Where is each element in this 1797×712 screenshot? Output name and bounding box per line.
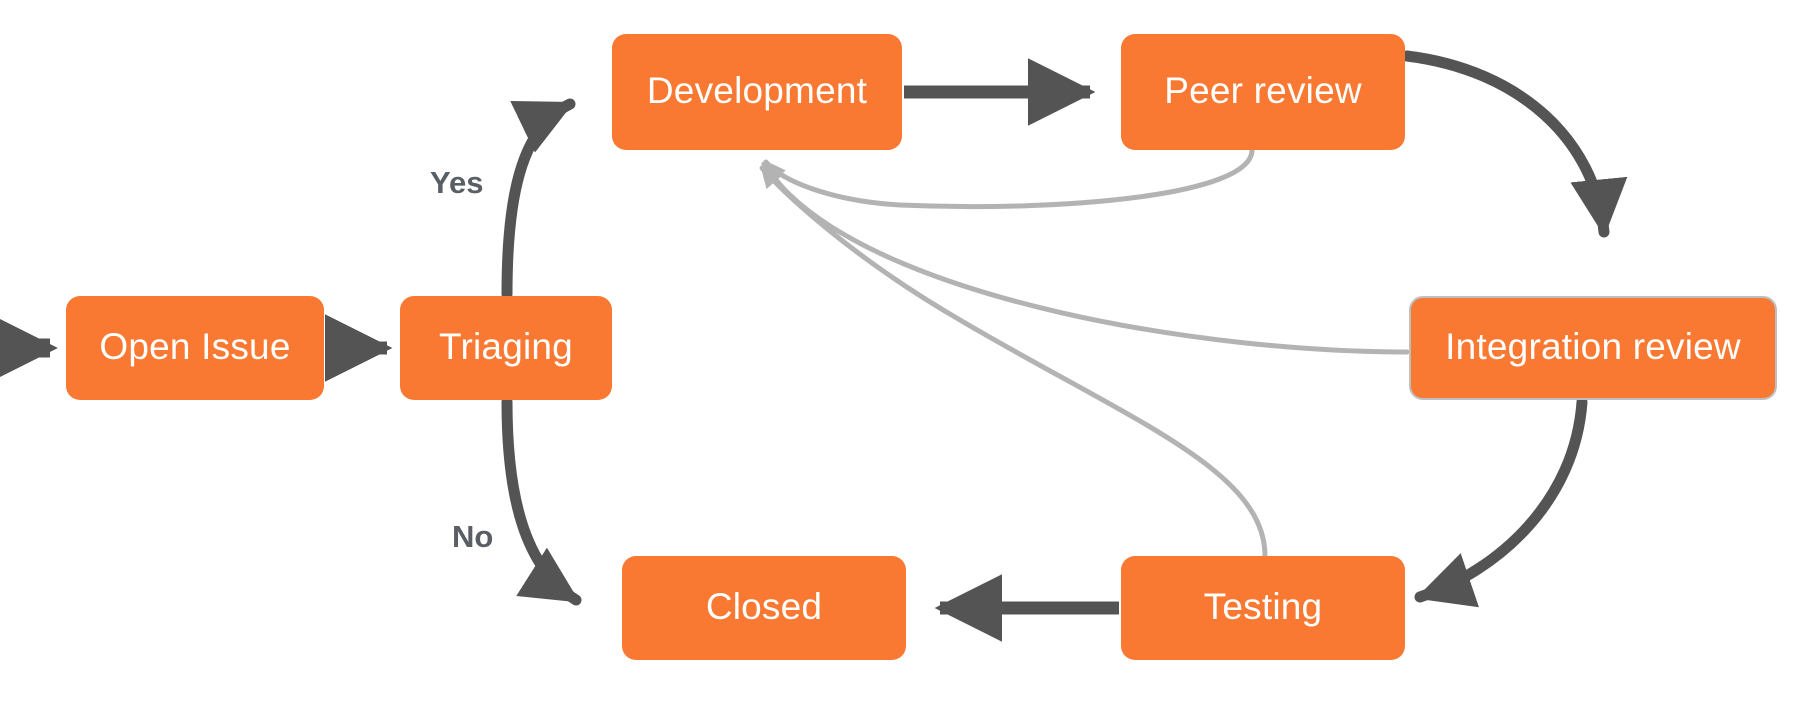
edge-triaging-to-development (501, 98, 576, 300)
node-peer-review[interactable]: Peer review (1121, 34, 1405, 150)
edge-label-no: No (452, 519, 494, 554)
edge-label-yes: Yes (430, 165, 484, 200)
node-testing[interactable]: Testing (1121, 556, 1405, 660)
node-testing-label: Testing (1203, 586, 1323, 627)
node-triaging-label: Triaging (439, 326, 573, 367)
node-integration-review-label: Integration review (1445, 326, 1741, 367)
node-integration-review[interactable]: Integration review (1409, 296, 1777, 400)
node-open-issue[interactable]: Open Issue (66, 296, 324, 400)
node-peer-review-label: Peer review (1164, 70, 1362, 111)
edge-triaging-to-closed (501, 396, 582, 606)
node-development[interactable]: Development (612, 34, 902, 150)
node-triaging[interactable]: Triaging (400, 296, 612, 400)
edge-testing-to-development (759, 165, 1268, 559)
edge-integration-to-testing (1414, 396, 1588, 608)
edge-peer-review-to-integration (1401, 50, 1628, 238)
node-development-label: Development (646, 70, 868, 111)
edge-integration-to-development (761, 161, 1410, 355)
node-open-issue-label: Open Issue (99, 326, 291, 367)
node-closed-label: Closed (705, 586, 823, 627)
edge-peer-review-to-development (763, 147, 1255, 210)
node-closed[interactable]: Closed (622, 556, 906, 660)
